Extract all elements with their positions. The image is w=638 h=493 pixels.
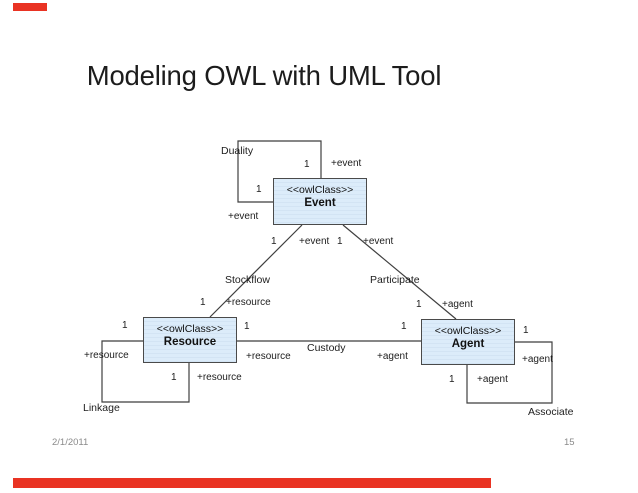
duality-association-line <box>237 140 322 203</box>
role-agent-participate: +agent <box>442 299 473 310</box>
multiplicity-stockflow-top: 1 <box>271 236 277 247</box>
multiplicity-custody-right: 1 <box>401 321 407 332</box>
role-event-duality-right: +event <box>331 158 362 169</box>
role-agent-associate-right: +agent <box>522 354 553 365</box>
class-stereotype: <<owlClass>> <box>156 323 224 335</box>
slide-title: Modeling OWL with UML Tool <box>86 60 442 91</box>
class-stereotype: <<owlClass>> <box>434 325 502 337</box>
multiplicity-linkage-left: 1 <box>122 320 128 331</box>
class-box-agent: <<owlClass>> Agent <box>421 319 515 365</box>
association-label-duality: Duality <box>221 145 254 157</box>
class-stereotype: <<owlClass>> <box>286 184 354 196</box>
multiplicity-duality-left: 1 <box>256 184 262 195</box>
association-label-participate: Participate <box>370 274 420 286</box>
multiplicity-linkage-bottom: 1 <box>171 372 177 383</box>
role-agent-associate-bottom: +agent <box>477 374 508 385</box>
role-resource-linkage-bottom: +resource <box>197 372 242 383</box>
multiplicity-participate-bottom: 1 <box>416 299 422 310</box>
association-label-custody: Custody <box>307 342 346 354</box>
multiplicity-participate-top: 1 <box>337 236 343 247</box>
association-label-linkage: Linkage <box>83 402 120 414</box>
class-name: Agent <box>451 338 485 351</box>
role-resource-stockflow: +resource <box>226 297 271 308</box>
stockflow-association-line <box>209 224 303 318</box>
role-event-stockflow: +event <box>299 236 330 247</box>
participate-association-line <box>342 224 457 320</box>
class-name: Resource <box>163 336 217 349</box>
multiplicity-custody-left: 1 <box>244 321 250 332</box>
multiplicity-stockflow-bottom: 1 <box>200 297 206 308</box>
role-agent-custody: +agent <box>377 351 408 362</box>
class-box-resource: <<owlClass>> Resource <box>143 317 237 363</box>
role-resource-linkage-left: +resource <box>84 350 129 361</box>
class-name: Event <box>304 197 336 210</box>
association-label-associate: Associate <box>528 406 574 418</box>
class-box-event: <<owlClass>> Event <box>273 178 367 225</box>
red-marker-bar-top <box>13 3 47 11</box>
linkage-association-line <box>101 340 190 403</box>
multiplicity-associate-right: 1 <box>523 325 529 336</box>
multiplicity-duality-top: 1 <box>304 159 310 170</box>
role-event-participate: +event <box>363 236 394 247</box>
association-label-stockflow: Stockflow <box>225 274 270 286</box>
multiplicity-associate-bottom: 1 <box>449 374 455 385</box>
slide-number: 15 <box>564 437 575 448</box>
role-event-duality-bottom: +event <box>228 211 259 222</box>
footer-date: 2/1/2011 <box>52 437 89 448</box>
role-resource-custody: +resource <box>246 351 291 362</box>
associate-association-line <box>466 341 553 404</box>
red-progress-bar[interactable] <box>13 478 491 488</box>
